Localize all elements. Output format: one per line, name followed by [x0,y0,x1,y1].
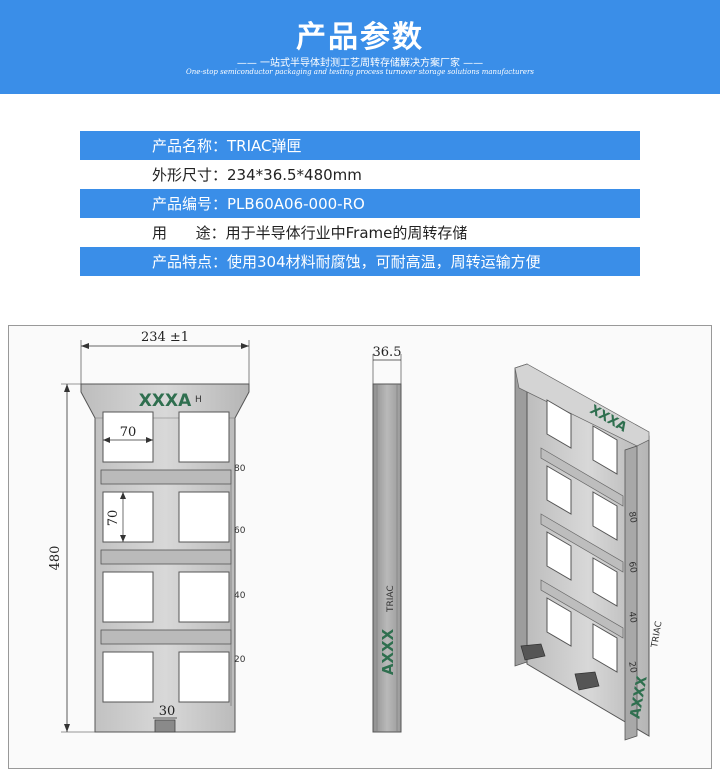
depth-dimension: 36.5 [373,345,402,360]
spec-value: 用于半导体行业中Frame的周转存储 [225,224,468,242]
page-subtitle-english: One-stop semiconductor packaging and tes… [186,68,534,76]
scale-tick-20: 20 [234,655,246,665]
page-subtitle: —— 一站式半导体封测工艺周转存储解决方案厂家 —— [236,58,484,69]
slot-dimension: 30 [159,704,176,719]
page-title: 产品参数 [296,20,424,55]
spec-row-usage: 用 途：用于半导体行业中Frame的周转存储 [80,218,640,247]
spec-label: 产品名称： [152,137,228,155]
side-mark-small: TRIAC [386,585,396,613]
spec-label: 外形尺寸： [152,166,228,184]
spec-label: 产品特点： [152,253,228,271]
front-view: 234 ±1 480 XXXA H 70 [48,330,250,733]
spec-value: PLB60A06-000-RO [227,194,365,213]
drawing-svg: 234 ±1 480 XXXA H 70 [48,330,665,741]
spec-label: 产品编号： [152,195,228,213]
scale-tick-80: 80 [234,464,246,474]
iso-scale-60: 60 [626,561,638,574]
iso-mark-bottom: AXXX [627,674,650,720]
spec-table: 产品名称：TRIAC弹匣 外形尺寸：234*36.5*480mm 产品编号：PL… [80,131,640,276]
iso-scale-80: 80 [626,511,638,524]
window-width-dimension: 70 [120,425,137,440]
scale-tick-60: 60 [234,526,246,536]
window-height-dimension: 70 [106,510,121,527]
front-mark-small: H [195,395,202,405]
spec-value: 使用304材料耐腐蚀，可耐高温，周转运输方便 [227,253,541,271]
spec-row-features: 产品特点：使用304材料耐腐蚀，可耐高温，周转运输方便 [80,247,640,276]
side-view: 36.5 AXXX TRIAC [372,345,402,733]
technical-drawing: 234 ±1 480 XXXA H 70 [8,325,712,769]
header-banner: 产品参数 —— 一站式半导体封测工艺周转存储解决方案厂家 —— One-stop… [0,0,720,94]
spec-row-size: 外形尺寸：234*36.5*480mm [80,160,640,189]
height-dimension: 480 [48,546,63,571]
spec-label: 用 途： [152,224,226,242]
iso-mark-bottom-small: TRIAC [650,620,665,649]
iso-scale-20: 20 [626,661,638,674]
side-mark: AXXX [379,628,397,675]
spec-value: TRIAC弹匣 [227,137,302,155]
spec-row-code: 产品编号：PLB60A06-000-RO [80,189,640,218]
spec-value: 234*36.5*480mm [227,165,362,184]
spec-row-name: 产品名称：TRIAC弹匣 [80,131,640,160]
iso-scale-40: 40 [626,611,638,624]
isometric-view: XXXA 80 60 40 20 AXXX TRIAC [514,363,665,741]
scale-tick-40: 40 [234,591,246,601]
front-mark: XXXA [139,391,192,411]
width-dimension: 234 ±1 [141,330,189,345]
